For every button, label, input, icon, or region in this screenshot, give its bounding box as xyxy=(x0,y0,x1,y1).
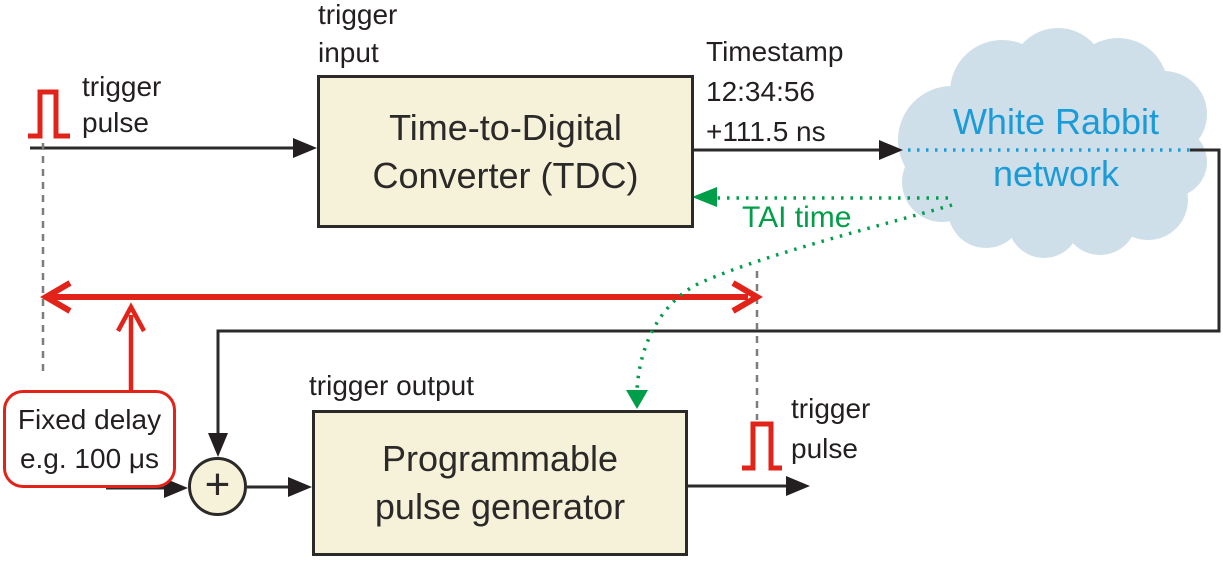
output-pulse-icon xyxy=(742,421,782,471)
timestamp-label: Timestamp 12:34:56 +111.5 ns xyxy=(706,32,843,152)
sum-left-arrowhead xyxy=(164,478,188,498)
tdc-input-arrowhead xyxy=(293,138,317,158)
tai-to-tdc-arrowhead xyxy=(692,187,717,207)
delay-annotation xyxy=(28,89,782,471)
signal-lines xyxy=(30,146,1221,490)
ppg-box-line1: Programmable xyxy=(381,438,619,479)
delay-span-right-arrowhead xyxy=(731,280,763,314)
trigger-input-label: trigger input xyxy=(318,0,397,72)
ppg-box-line2: pulse generator xyxy=(374,486,626,527)
delay-span-left-arrowhead xyxy=(40,280,72,314)
tdc-box-line2: Converter (TDC) xyxy=(372,154,639,196)
tai-time-label: TAI time xyxy=(742,201,852,234)
output-pulse-label: trigger pulse xyxy=(791,389,870,469)
ppg-input-arrowhead xyxy=(288,477,312,497)
timestamp-label-line1: Timestamp xyxy=(706,36,844,67)
white-rabbit-cloud-shape xyxy=(898,28,1207,258)
timestamp-label-line3: +111.5 ns xyxy=(706,116,826,147)
trigger-input-label-line1: trigger xyxy=(318,0,398,30)
delay-pointer-arrowhead xyxy=(116,302,146,333)
fixed-delay-line2: e.g. 100 μs xyxy=(19,443,160,474)
input-pulse-label-line2: pulse xyxy=(82,107,149,138)
output-arrowhead xyxy=(786,476,810,496)
tdc-box: Time-to-Digital Converter (TDC) xyxy=(317,75,694,228)
tai-time-links xyxy=(626,187,953,409)
sum-junction: + xyxy=(188,457,247,516)
tdc-box-line1: Time-to-Digital xyxy=(389,106,622,148)
cloud-input-arrowhead xyxy=(879,140,903,160)
white-rabbit-network-label: White Rabbit network xyxy=(915,96,1197,200)
sum-top-arrowhead xyxy=(208,433,228,457)
fixed-delay-callout: Fixed delay e.g. 100 μs xyxy=(3,390,176,488)
signal-arrowheads xyxy=(164,138,903,498)
output-pulse-label-line1: trigger xyxy=(791,393,871,424)
white-rabbit-label-line2: network xyxy=(992,153,1120,194)
fixed-delay-line1: Fixed delay xyxy=(17,404,162,435)
input-pulse-label-line1: trigger xyxy=(82,71,162,102)
input-pulse-label: trigger pulse xyxy=(82,69,161,141)
trigger-input-label-line2: input xyxy=(318,37,379,68)
trigger-output-label: trigger output xyxy=(309,370,474,401)
output-pulse-label-line2: pulse xyxy=(791,433,858,464)
tai-to-ppg-arrowhead xyxy=(626,390,648,409)
input-pulse-icon xyxy=(28,89,70,139)
white-rabbit-label-line1: White Rabbit xyxy=(952,101,1160,142)
pulse-generator-box: Programmable pulse generator xyxy=(312,410,688,556)
cloud-feedback-line xyxy=(216,148,1221,440)
plus-sign: + xyxy=(204,459,231,509)
timestamp-label-line2: 12:34:56 xyxy=(706,76,815,107)
